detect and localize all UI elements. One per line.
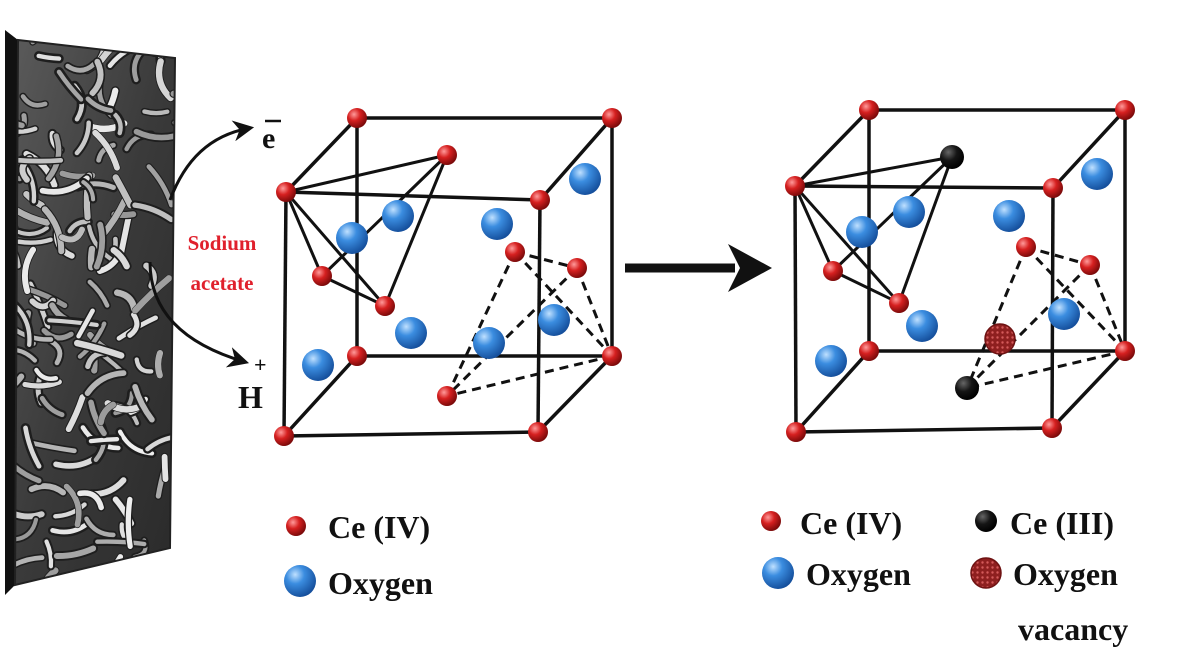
electron-arrow [168,120,255,201]
oxygen-atom [846,216,878,248]
ce4-atom [312,266,332,286]
ce4-atom [1016,237,1036,257]
ce4-atom [375,296,395,316]
proton-label: H [238,379,263,415]
legend-oxygen-label: Oxygen [328,565,433,601]
oxygen-atom [473,327,505,359]
oxygen-atom [893,196,925,228]
oxygen-atom [906,310,938,342]
legend-oxygen-swatch [284,565,316,597]
oxygen-atom [302,349,334,381]
ce4-atom [1080,255,1100,275]
oxygen-atom [336,222,368,254]
legend-oxygen-label: Oxygen [806,556,911,592]
transformation-arrow [625,244,772,292]
ce4-atom [602,346,622,366]
ce4-atom [602,108,622,128]
electrode-micrograph [5,30,177,595]
ce4-atom [859,341,879,361]
ce4-atom [528,422,548,442]
ce4-atom [530,190,550,210]
legend-ce4-swatch [286,516,306,536]
legend-ce4-swatch [761,511,781,531]
ce3-atom [940,145,964,169]
legend-ce3-label: Ce (III) [1010,505,1114,541]
sodium-acetate-line2: acetate [191,271,254,295]
oxygen-vacancy [984,323,1016,355]
ce4-atom [347,108,367,128]
legend-oxygen-swatch [762,557,794,589]
ce4-atom [786,422,806,442]
legend-ce4-label: Ce (IV) [328,509,430,545]
tetrahedron-dashed [445,250,614,398]
legend-vacancy-label-1: Oxygen [1013,556,1118,592]
oxygen-atom [1081,158,1113,190]
ce4-atom [437,386,457,406]
ce4-atom [437,145,457,165]
ce4-atom [859,100,879,120]
oxygen-atom [395,317,427,349]
tetrahedron-solid [793,155,954,305]
legend-vacancy-swatch [970,557,1002,589]
tetrahedron-solid [284,153,449,308]
ce4-atom [567,258,587,278]
ce4-atom [505,242,525,262]
oxygen-atom [538,304,570,336]
ceo2-lattice-defective [785,100,1135,442]
oxygen-atom [993,200,1025,232]
oxygen-atom [815,345,847,377]
ce3-atom [955,376,979,400]
oxygen-atom [1048,298,1080,330]
tetrahedron-dashed [965,245,1127,390]
ceo2-lattice-pristine [274,108,622,446]
proton-charge: + [254,352,267,377]
reaction-arrows: e H + Sodium acetate [148,119,281,415]
ce4-atom [274,426,294,446]
legend-right: Ce (IV) Ce (III) Oxygen Oxygen vacancy [761,505,1128,647]
electron-label: e [262,122,275,155]
legend-left: Ce (IV) Oxygen [284,509,433,601]
oxygen-atom [382,200,414,232]
ce4-atom [1115,341,1135,361]
ce4-atom [1042,418,1062,438]
ce4-atom [1043,178,1063,198]
legend-ce4-label: Ce (IV) [800,505,902,541]
proton-arrow [148,261,250,368]
ce4-atom [889,293,909,313]
oxygen-atom [481,208,513,240]
ce4-atom [823,261,843,281]
ce4-atom [347,346,367,366]
ce4-atom [1115,100,1135,120]
ce4-atom [785,176,805,196]
legend-ce3-swatch [975,510,997,532]
legend-vacancy-label-2: vacancy [1018,611,1128,647]
ce4-atom [276,182,296,202]
oxygen-atom [569,163,601,195]
sodium-acetate-line1: Sodium [188,231,257,255]
